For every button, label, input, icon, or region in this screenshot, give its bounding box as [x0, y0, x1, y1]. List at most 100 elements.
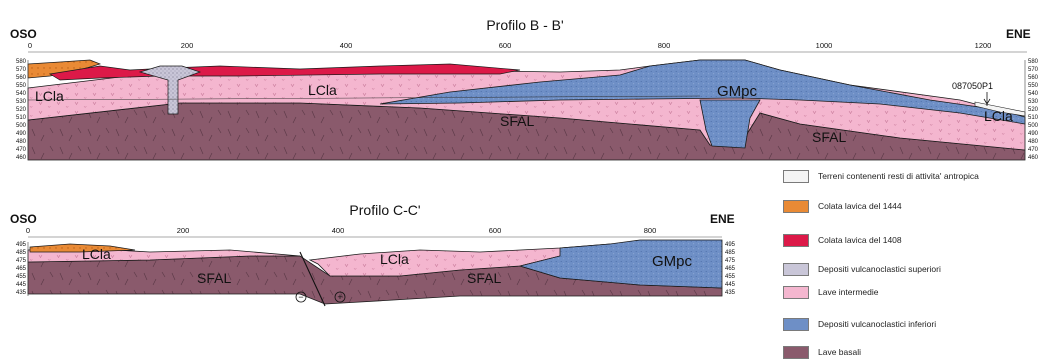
distance-tick: 1200	[975, 41, 992, 50]
legend-swatch-orange	[783, 200, 809, 213]
legend-label: Colata lavica del 1444	[818, 201, 902, 211]
legend-item-colata-1408: Colata lavica del 1408	[783, 232, 1045, 250]
legend-swatch-grey	[783, 263, 809, 276]
elevation-tick: 570	[1028, 67, 1039, 73]
profile-b-depositi-inferiori-core	[699, 99, 761, 149]
elevation-tick: 510	[16, 115, 27, 121]
distance-tick: 600	[499, 41, 512, 50]
profile-b-depositi-superiori	[138, 65, 202, 115]
legend-item-terreni-antropici: Terreni contenenti resti di attivita' an…	[783, 168, 1045, 186]
elevation-tick: 445	[725, 282, 736, 288]
unit-label-lcla: LCla	[308, 82, 337, 98]
elevation-tick: 495	[16, 242, 27, 248]
legend-item-depositi-superiori: Depositi vulcanoclastici superiori	[783, 261, 1045, 279]
elevation-tick: 485	[725, 250, 736, 256]
profile-c: Profilo C-C' OSO ENE 0 200 400 600 800 4…	[10, 202, 736, 307]
unit-label-gmpc: GMpc	[717, 83, 758, 100]
fault-plus-symbol: +	[334, 291, 346, 303]
distance-tick: 400	[340, 41, 353, 50]
elevation-tick: 475	[725, 258, 736, 264]
profile-c-elevation-axis-right: 495 485 475 465 455 445 435	[721, 242, 736, 296]
legend-item-lave-intermedie: Lave intermedie	[783, 284, 1045, 302]
elevation-tick: 490	[16, 131, 27, 137]
profile-c-fault	[299, 251, 326, 307]
elevation-tick: 485	[16, 250, 27, 256]
elevation-tick: 480	[16, 139, 27, 145]
elevation-tick: 465	[725, 266, 736, 272]
distance-tick: 800	[644, 226, 657, 235]
elevation-tick: 580	[16, 59, 27, 65]
unit-label-lcla: LCla	[82, 246, 111, 262]
elevation-tick: 550	[16, 83, 27, 89]
elevation-tick: 560	[16, 75, 27, 81]
elevation-tick: 560	[1028, 75, 1039, 81]
elevation-tick: 510	[1028, 115, 1039, 121]
elevation-tick: 460	[1028, 155, 1039, 161]
unit-label-lcla: LCla	[984, 108, 1013, 124]
legend-swatch-blue	[783, 318, 809, 331]
legend: Terreni contenenti resti di attivita' an…	[783, 160, 1045, 363]
unit-label-sfal: SFAL	[500, 113, 534, 129]
profile-b-elevation-axis-left: 580 570 560 550 540 530 520 510 500 490 …	[16, 59, 29, 161]
elevation-tick: 480	[1028, 139, 1039, 145]
legend-label: Colata lavica del 1408	[818, 235, 902, 245]
profile-c-colata-1444	[29, 243, 136, 253]
profile-b-colata-1444	[27, 59, 102, 79]
legend-label: Depositi vulcanoclastici superiori	[818, 264, 941, 274]
elevation-tick: 490	[1028, 131, 1039, 137]
profile-b-depositi-inferiori-top	[379, 59, 1026, 125]
legend-item-colata-1444: Colata lavica del 1444	[783, 198, 1045, 216]
legend-label: Terreni contenenti resti di attivita' an…	[818, 171, 979, 181]
fault-minus-symbol: −	[295, 291, 307, 303]
elevation-tick: 540	[1028, 91, 1039, 97]
legend-label: Lave intermedie	[818, 287, 879, 297]
elevation-tick: 520	[16, 107, 27, 113]
elevation-tick: 530	[1028, 99, 1039, 105]
profile-b-right-label: ENE	[1006, 27, 1031, 41]
elevation-tick: 470	[1028, 147, 1039, 153]
elevation-tick: 470	[16, 147, 27, 153]
elevation-tick: 435	[725, 290, 736, 296]
profile-b: Profilo B - B' OSO ENE 0 200 400 600 800…	[10, 17, 1039, 161]
unit-label-lcla: LCla	[35, 88, 64, 104]
distance-tick: 600	[489, 226, 502, 235]
elevation-tick: 445	[16, 282, 27, 288]
distance-tick: 200	[177, 226, 190, 235]
legend-swatch-pink	[783, 286, 809, 299]
fault-plus-label: +	[337, 292, 342, 302]
elevation-tick: 475	[16, 258, 27, 264]
elevation-tick: 580	[1028, 59, 1039, 65]
elevation-tick: 435	[16, 290, 27, 296]
profile-b-contact-line	[27, 95, 701, 101]
legend-label: Depositi vulcanoclastici inferiori	[818, 319, 937, 329]
profile-c-left-label: OSO	[10, 212, 37, 226]
profile-c-distance-axis: 0 200 400 600 800	[26, 226, 722, 238]
distance-tick: 200	[181, 41, 194, 50]
unit-label-sfal: SFAL	[467, 270, 501, 286]
legend-label: Lave basali	[818, 347, 862, 357]
elevation-tick: 495	[725, 242, 736, 248]
legend-swatch-white	[783, 170, 809, 183]
elevation-tick: 455	[725, 274, 736, 280]
unit-label-sfal: SFAL	[812, 129, 846, 145]
distance-tick: 800	[658, 41, 671, 50]
distance-tick: 0	[28, 41, 32, 50]
well-label: 087050P1	[952, 81, 993, 91]
distance-tick: 400	[332, 226, 345, 235]
elevation-tick: 455	[16, 274, 27, 280]
legend-item-depositi-inferiori: Depositi vulcanoclastici inferiori	[783, 316, 1045, 334]
elevation-tick: 500	[16, 123, 27, 129]
elevation-tick: 570	[16, 67, 27, 73]
profile-b-elevation-axis-right: 580 570 560 550 540 530 520 510 500 490 …	[1024, 59, 1039, 161]
fault-minus-label: −	[298, 292, 303, 302]
elevation-tick: 460	[16, 155, 27, 161]
elevation-tick: 465	[16, 266, 27, 272]
distance-tick: 1000	[816, 41, 833, 50]
profile-b-left-label: OSO	[10, 27, 37, 41]
unit-label-sfal: SFAL	[197, 270, 231, 286]
profile-c-title: Profilo C-C'	[349, 202, 420, 218]
legend-swatch-red	[783, 234, 809, 247]
profile-b-title: Profilo B - B'	[486, 17, 563, 33]
elevation-tick: 500	[1028, 123, 1039, 129]
